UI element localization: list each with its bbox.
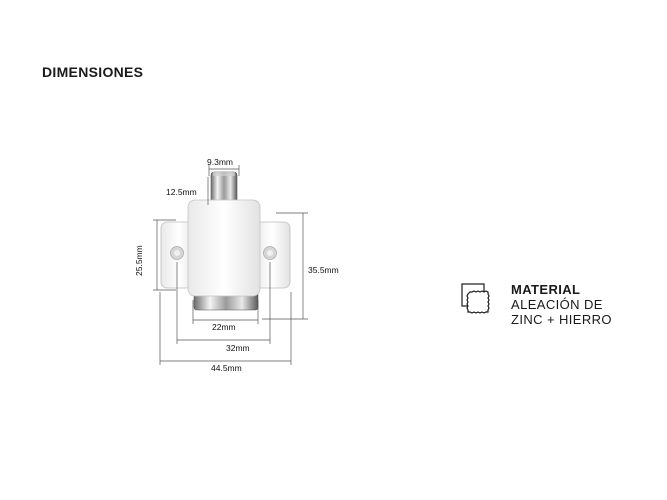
material-layers-icon: [461, 283, 490, 314]
material-info: MATERIAL ALEACIÓN DE ZINC + HIERRO: [460, 280, 650, 330]
dim-label-pin-height: 12.5mm: [166, 187, 197, 197]
material-line-2: ZINC + HIERRO: [511, 312, 612, 327]
dim-label-base-width: 22mm: [212, 322, 236, 332]
material-title: MATERIAL: [511, 282, 581, 297]
dim-label-pin-width: 9.3mm: [207, 157, 233, 167]
door-catch-illustration: [160, 171, 291, 311]
dim-label-total-width: 44.5mm: [211, 363, 242, 373]
dim-label-body-height: 25.5mm: [134, 245, 144, 276]
dim-label-total-height: 35.5mm: [308, 265, 339, 275]
material-line-1: ALEACIÓN DE: [511, 297, 603, 312]
dim-label-hole-spacing: 32mm: [226, 343, 250, 353]
page-title: DIMENSIONES: [42, 64, 144, 80]
